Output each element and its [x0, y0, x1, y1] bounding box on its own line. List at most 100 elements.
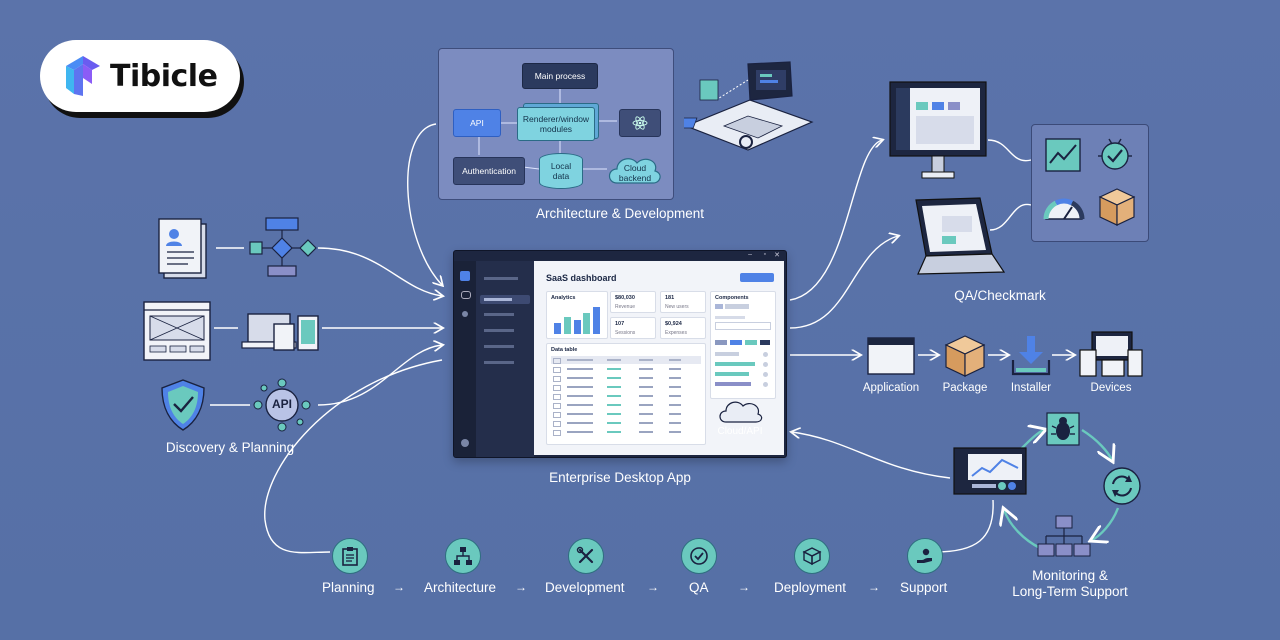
desktop-app-window[interactable]: – ▫ ✕ SaaS dashboard Analytics — [453, 250, 787, 458]
stat-card: 107 Sessions — [610, 317, 656, 339]
table-cell — [669, 431, 681, 433]
sidebar-item[interactable] — [484, 277, 518, 280]
api-label: API — [470, 118, 484, 128]
users-icon[interactable] — [461, 291, 471, 299]
flowchart-icon — [249, 217, 317, 277]
stat-card: $80,030 Revenue — [610, 291, 656, 313]
table-cell — [669, 386, 681, 388]
atom-icon — [632, 116, 648, 130]
table-row-checkbox[interactable] — [553, 394, 561, 400]
api-node: API — [453, 109, 501, 137]
table-cell — [567, 359, 593, 361]
table-row[interactable] — [551, 383, 701, 391]
data-table — [551, 356, 701, 440]
table-row[interactable] — [551, 356, 701, 364]
api-network-icon — [253, 378, 311, 432]
table-cell — [639, 422, 653, 424]
analytics-bar — [583, 313, 590, 334]
requirements-document-icon — [158, 218, 207, 279]
table-row-checkbox[interactable] — [553, 376, 561, 382]
table-cell — [607, 386, 621, 388]
table-cell — [607, 404, 621, 406]
sidebar-item[interactable] — [484, 345, 514, 348]
main-process-label: Main process — [534, 71, 586, 81]
sidebar-item[interactable] — [484, 313, 514, 316]
table-cell — [607, 377, 621, 379]
component-bar — [715, 362, 755, 366]
renderer-node: Renderer/window modules — [517, 107, 595, 141]
cloud-api-label: Cloud/API — [717, 426, 763, 437]
table-row[interactable] — [551, 428, 701, 436]
table-cell — [567, 413, 593, 415]
component-bar — [715, 316, 745, 319]
table-row-checkbox[interactable] — [553, 412, 561, 418]
components-label: Components — [715, 295, 749, 301]
data-table-card: Data table — [546, 343, 706, 445]
pipeline-step-deployment[interactable] — [794, 538, 830, 574]
support-hand-icon — [917, 548, 932, 563]
table-cell — [567, 386, 593, 388]
table-row[interactable] — [551, 419, 701, 427]
table-row-checkbox[interactable] — [553, 358, 561, 364]
table-cell — [567, 422, 593, 424]
table-row[interactable] — [551, 401, 701, 409]
pipeline-label-development: Development — [545, 580, 625, 595]
architecture-caption: Architecture & Development — [535, 206, 705, 221]
app-caption: Enterprise Desktop App — [549, 470, 691, 485]
app-home-icon[interactable] — [460, 271, 470, 281]
pipeline-arrow: → — [515, 580, 527, 594]
sidebar-item[interactable] — [484, 361, 514, 364]
table-cell — [607, 431, 621, 433]
cloud-backend-label: Cloud backend — [618, 163, 652, 183]
delivery-label-package: Package — [942, 382, 988, 394]
table-row[interactable] — [551, 410, 701, 418]
table-cell — [567, 404, 593, 406]
brand-logo[interactable]: Tibicle — [40, 40, 240, 112]
analytics-bar — [574, 320, 581, 334]
table-cell — [639, 359, 653, 361]
table-row-checkbox[interactable] — [553, 421, 561, 427]
maximize-icon[interactable]: ▫ — [763, 251, 766, 258]
table-row-checkbox[interactable] — [553, 430, 561, 436]
pipeline-label-planning: Planning — [322, 580, 375, 595]
pipeline-step-architecture[interactable] — [445, 538, 481, 574]
settings-icon[interactable] — [461, 439, 469, 447]
table-cell — [639, 431, 653, 433]
table-row[interactable] — [551, 365, 701, 373]
file-structure-icon — [1037, 515, 1091, 557]
bug-icon — [1046, 412, 1080, 446]
table-row-checkbox[interactable] — [553, 385, 561, 391]
authentication-node: Authentication — [453, 157, 525, 185]
minimize-icon[interactable]: – — [748, 251, 752, 258]
table-cell — [607, 413, 621, 415]
sidebar-item[interactable] — [484, 329, 514, 332]
table-row[interactable] — [551, 374, 701, 382]
pipeline-step-qa[interactable] — [681, 538, 717, 574]
monitoring-dashboard-icon — [953, 447, 1027, 495]
stat-label: Revenue — [615, 304, 636, 310]
table-row-checkbox[interactable] — [553, 367, 561, 373]
pipeline-arrow: → — [738, 580, 750, 594]
primary-action-button[interactable] — [740, 273, 774, 282]
dashboard-title: SaaS dashboard — [546, 273, 617, 283]
analytics-bar-chart — [551, 304, 603, 334]
cloud-api-icon — [719, 401, 763, 423]
pipeline-step-development[interactable] — [568, 538, 604, 574]
component-dot — [763, 382, 768, 387]
analytics-bar — [564, 317, 571, 334]
pipeline-step-planning[interactable] — [332, 538, 368, 574]
app-sidebar — [476, 261, 534, 457]
close-icon[interactable]: ✕ — [774, 252, 780, 259]
component-input[interactable] — [715, 322, 771, 330]
qa-laptop-illustration — [915, 197, 1006, 275]
pipeline-step-support[interactable] — [907, 538, 943, 574]
qa-tools-panel — [1031, 124, 1149, 242]
main-process-node: Main process — [522, 63, 598, 89]
table-row-checkbox[interactable] — [553, 403, 561, 409]
monitoring-caption-line1: Monitoring & — [1032, 568, 1108, 583]
stat-label: Expenses — [665, 330, 687, 336]
component-chip — [730, 340, 742, 345]
table-row[interactable] — [551, 392, 701, 400]
analytics-label: Analytics — [551, 295, 576, 301]
dot-icon[interactable] — [462, 311, 468, 317]
